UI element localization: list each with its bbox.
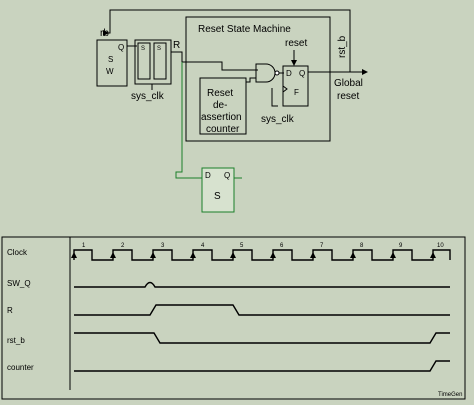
state-ff-f-label: F — [294, 88, 299, 97]
timegen-footer: TimeGen — [438, 392, 462, 398]
timing-diagram-frame — [1, 236, 466, 400]
cycle-number-10: 10 — [437, 243, 444, 249]
cycle-number-8: 8 — [360, 243, 364, 249]
signal-rstb-label: rst_b — [7, 336, 25, 345]
sync-flip-flop — [96, 39, 128, 87]
green-ff-s-label: S — [214, 191, 221, 202]
counter-line-2: de- — [213, 100, 227, 111]
global-reset-arrow — [362, 69, 368, 75]
signal-r-label: R — [7, 306, 13, 315]
sync-ff-s-label: S — [108, 55, 113, 64]
state-machine-box — [185, 16, 331, 142]
cycle-arrow-5 — [230, 252, 236, 258]
r-label: R — [173, 40, 180, 51]
shift-cell-1-label: S — [141, 46, 145, 52]
reset-arrow-head — [291, 60, 297, 66]
cycle-number-4: 4 — [201, 243, 205, 249]
sys-clk-label-2: sys_clk — [261, 114, 295, 125]
swq-waveform — [74, 281, 450, 288]
rb-arrow — [103, 30, 109, 36]
global-reset-line-2: reset — [337, 91, 359, 102]
signal-clock-label: Clock — [7, 248, 28, 257]
r-waveform — [74, 304, 450, 316]
sys-clk-label-1: sys_clk — [131, 91, 165, 102]
cycle-number-9: 9 — [399, 243, 403, 249]
counter-line-3: assertion — [201, 112, 242, 123]
cycle-markers — [71, 252, 436, 258]
counter-line-4: counter — [206, 124, 240, 135]
green-flip-flop — [201, 167, 235, 213]
shift-cell-2 — [153, 42, 167, 80]
counter-to-gate-wire — [246, 77, 256, 83]
rstb-waveform — [74, 332, 450, 344]
state-ff-d-pin: D — [286, 69, 292, 78]
counter-line-1: Reset — [207, 88, 233, 99]
cycle-arrow-6 — [270, 252, 276, 258]
cycle-arrow-7 — [310, 252, 316, 258]
cycle-number-2: 2 — [121, 243, 125, 249]
shift-cell-1 — [137, 42, 151, 80]
gate-bubble — [274, 70, 280, 76]
cycle-number-3: 3 — [161, 243, 165, 249]
sync-ff-q-pin: Q — [118, 43, 124, 52]
rst-b-label: rst_b — [337, 35, 348, 58]
r-to-green-ff-wire — [175, 62, 203, 179]
cycle-arrow-9 — [390, 252, 396, 258]
rb-label: rb — [100, 28, 109, 39]
state-ff-clock-marker — [282, 85, 288, 93]
green-ff-d-pin: D — [205, 171, 211, 180]
sync-ff-w-label: W — [106, 67, 114, 76]
shift-cell-2-label: S — [157, 46, 161, 52]
cycle-arrow-1 — [71, 252, 77, 258]
counter-waveform — [74, 360, 450, 372]
reset-label: reset — [285, 38, 307, 49]
cycle-arrow-10 — [430, 252, 436, 258]
signal-counter-label: counter — [7, 363, 34, 372]
cycle-arrow-4 — [190, 252, 196, 258]
cycle-number-6: 6 — [280, 243, 284, 249]
green-ff-q-pin: Q — [224, 171, 230, 180]
global-reset-line-1: Global — [334, 78, 363, 89]
cycle-number-5: 5 — [240, 243, 244, 249]
sys-clk-wire-2 — [271, 88, 278, 107]
counter-box — [199, 77, 247, 135]
state-ff-q-pin: Q — [299, 69, 305, 78]
cycle-arrow-2 — [110, 252, 116, 258]
signal-swq-label: SW_Q — [7, 279, 31, 288]
state-machine-title: Reset State Machine — [198, 24, 291, 35]
shift-register — [134, 39, 172, 85]
and-gate — [255, 63, 276, 83]
cycle-number-7: 7 — [320, 243, 324, 249]
cycle-number-1: 1 — [82, 243, 86, 249]
cycle-arrow-8 — [350, 252, 356, 258]
r-wire — [171, 51, 258, 71]
cycle-arrow-3 — [150, 252, 156, 258]
